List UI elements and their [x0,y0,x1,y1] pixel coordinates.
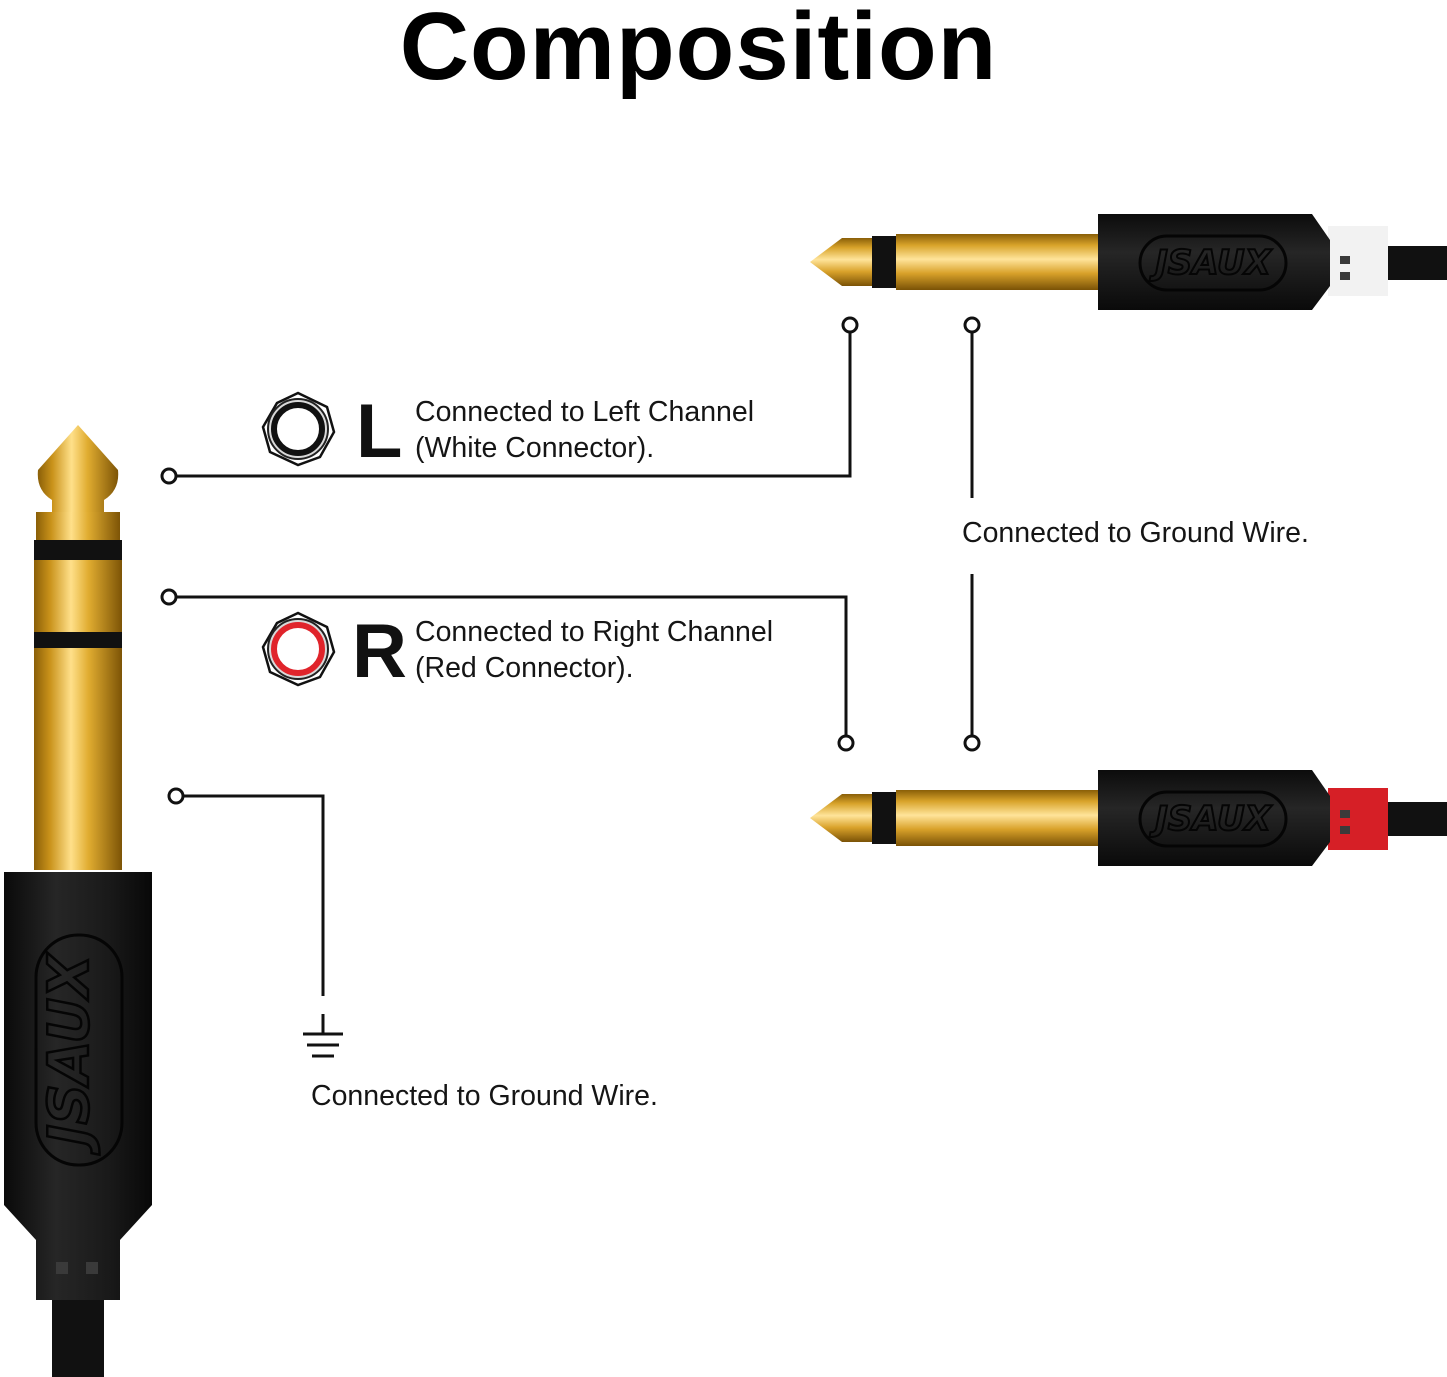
stereo-plug-sleeve [34,648,122,870]
right-channel-line1: Connected to Right Channel [415,616,774,648]
right-channel-line [177,595,848,736]
mono-plug-red: JSAUX [810,770,1447,866]
right-channel-line2: (Red Connector). [415,652,634,684]
red-collar [1328,788,1388,850]
ring-insulator [34,632,122,648]
page-title: Composition [399,0,998,100]
tip-insulator-ring [34,540,122,560]
white-collar [1328,226,1388,296]
ground-label-left: Connected to Ground Wire. [311,1080,658,1112]
red-connector-icon [261,611,336,687]
ground-symbol-icon [303,1014,343,1058]
stereo-plug-body [4,872,152,1300]
left-channel-line2: (White Connector). [415,432,655,464]
brand-logo: JSAUX [37,952,102,1155]
ground-label-right: Connected to Ground Wire. [962,517,1309,549]
left-channel-letter: L [356,389,403,474]
white-connector-icon [261,391,336,467]
stereo-plug-tip [37,425,119,512]
connection-dots [160,316,981,805]
right-channel-letter: R [352,609,407,694]
stereo-plug: JSAUX [4,425,152,1377]
stereo-plug-ring [34,560,122,632]
left-channel-line1: Connected to Left Channel [415,396,755,428]
mono-plug-white: JSAUX [810,214,1447,310]
connection-lines [177,332,974,996]
ground-line-left [184,794,325,996]
svg-text:JSAUX: JSAUX [1149,799,1273,839]
svg-text:JSAUX: JSAUX [1149,243,1273,283]
left-channel-line [177,332,852,478]
main-cable [52,1300,104,1377]
